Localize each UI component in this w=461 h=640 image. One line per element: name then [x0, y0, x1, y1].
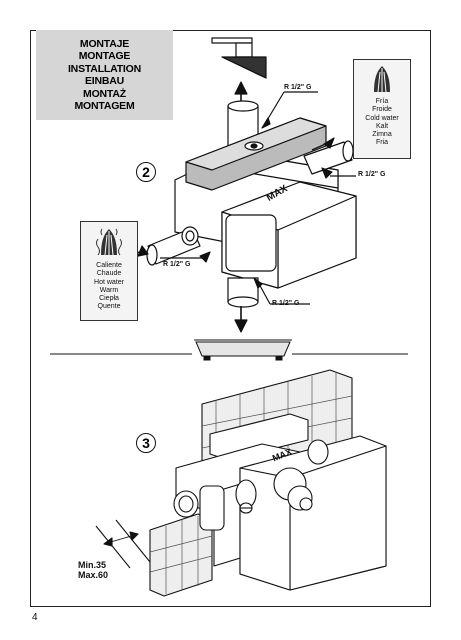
bottom-connection-label: R 1/2" G [272, 300, 300, 307]
left-connection-label: R 1/2" G [163, 261, 191, 268]
dimension-label: Min.35 Max.60 [78, 560, 108, 580]
title-box: MONTAJE MONTAGE INSTALLATION EINBAU MONT… [36, 30, 173, 120]
cold-legend-line: Kalt [375, 122, 389, 130]
dimension-max: Max.60 [78, 570, 109, 580]
cold-legend-line: Zimna [372, 131, 392, 139]
title-line: INSTALLATION [67, 62, 142, 75]
step-marker-2: 2 [136, 162, 156, 182]
hot-legend-line: Chaude [96, 270, 122, 278]
hot-water-icon [96, 228, 122, 256]
title-line: MONTAGEM [74, 100, 135, 112]
bathtub-icon [194, 339, 292, 361]
cold-legend-line: Fria [375, 139, 389, 147]
step-marker-3: 3 [136, 433, 156, 453]
cold-water-legend: Fría Froide Cold water Kalt Zimna Fria [353, 59, 411, 159]
dimension-min: Min.35 [78, 560, 107, 570]
shower-head-icon [211, 37, 267, 79]
hot-legend-line: Hot water [94, 278, 124, 286]
hot-water-legend: Caliente Chaude Hot water Warm Ciepła Qu… [80, 221, 138, 321]
title-line: MONTAŻ [83, 87, 126, 100]
cold-legend-line: Fría [375, 98, 389, 105]
right-connection-label: R 1/2" G [358, 171, 386, 178]
title-line: EINBAU [84, 75, 125, 87]
cold-legend-line: Cold water [365, 114, 399, 122]
hot-legend-line: Quente [97, 303, 121, 311]
cold-water-icon [374, 66, 390, 93]
hot-legend-line: Warm [99, 286, 119, 294]
page-frame [30, 30, 431, 607]
hot-legend-line: Ciepła [99, 295, 119, 303]
title-line: MONTAJE [79, 37, 130, 50]
top-connection-label: R 1/2" G [284, 84, 312, 91]
title-line: MONTAGE [78, 50, 131, 62]
cold-legend-line: Froide [372, 106, 392, 114]
page-number: 4 [32, 612, 38, 623]
hot-legend-line: Caliente [96, 262, 122, 269]
